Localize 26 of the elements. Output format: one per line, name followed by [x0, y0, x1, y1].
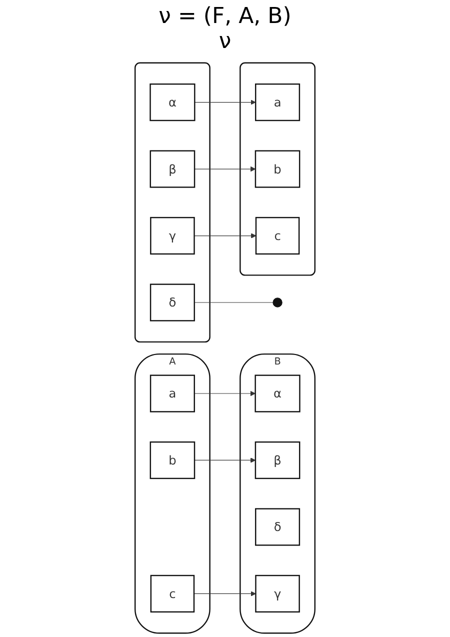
math-text: ν = (F, A, B): [158, 4, 292, 29]
node-box: a: [150, 374, 195, 412]
node-box: c: [255, 216, 300, 255]
arrow: [194, 591, 256, 596]
node-box: β: [150, 150, 196, 188]
arrow: [194, 233, 256, 238]
arrow: [194, 166, 256, 172]
node-box: a: [255, 83, 300, 122]
cluster: [134, 62, 210, 343]
arrow: [194, 390, 256, 396]
node-box: b: [150, 441, 196, 480]
node-box: c: [150, 574, 195, 613]
node-box: δ: [150, 284, 195, 322]
connector: [194, 302, 274, 303]
node-box: α: [150, 83, 196, 122]
node-box: γ: [255, 574, 300, 613]
node-box: β: [254, 441, 300, 480]
node-circle: [272, 298, 282, 308]
node-box: γ: [150, 216, 195, 255]
node-box: α: [254, 374, 300, 412]
arrow: [194, 100, 256, 105]
cluster: [240, 62, 316, 276]
node-box: b: [254, 150, 300, 188]
node-box: δ: [255, 508, 300, 546]
math-text: ν: [218, 29, 232, 54]
arrow: [194, 458, 256, 463]
